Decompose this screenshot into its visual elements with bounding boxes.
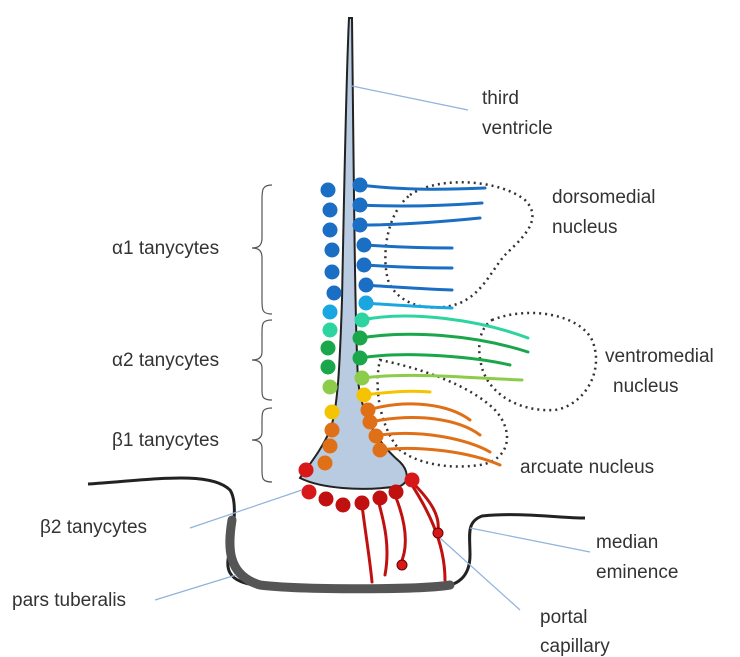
portal-capillary-label: portal — [540, 607, 588, 628]
alpha2-label: α2 tanycytes — [112, 350, 219, 371]
third-ventricle-label: third — [482, 88, 519, 109]
alpha2-processes — [360, 316, 528, 380]
median-eminence-label: eminence — [596, 562, 678, 583]
pars-tuberalis-layer — [230, 520, 450, 589]
portal-capillary-dot — [397, 560, 407, 570]
pars-tuberalis-leader — [155, 575, 236, 600]
beta1-brace — [252, 408, 272, 482]
beta2-label: β2 tanycytes — [40, 517, 147, 538]
third-ventricle-label: ventricle — [482, 118, 553, 139]
beta2-leader — [190, 490, 302, 528]
ventromedial-nucleus-label: nucleus — [613, 376, 679, 397]
dorsomedial-nucleus-label: dorsomedial — [552, 187, 656, 208]
portal-capillary-dot — [433, 528, 443, 538]
arcuate-nucleus-label: arcuate nucleus — [520, 457, 654, 478]
pars-tuberalis-label: pars tuberalis — [12, 590, 126, 611]
alpha1-processes — [360, 185, 485, 308]
third-ventricle-leader — [352, 86, 468, 110]
portal-capillary-label: capillary — [540, 636, 610, 657]
portal-capillary-leader — [440, 538, 520, 610]
median-eminence-label: median — [596, 532, 658, 553]
dorsomedial-nucleus-label: nucleus — [552, 217, 618, 238]
alpha1-label: α1 tanycytes — [112, 238, 219, 259]
alpha2-brace — [252, 320, 272, 400]
ventromedial-nucleus-label: ventromedial — [605, 346, 714, 367]
median-eminence-outline — [88, 478, 585, 588]
alpha1-brace — [252, 185, 272, 314]
beta1-label: β1 tanycytes — [112, 430, 219, 451]
median-eminence-leader — [470, 528, 590, 552]
